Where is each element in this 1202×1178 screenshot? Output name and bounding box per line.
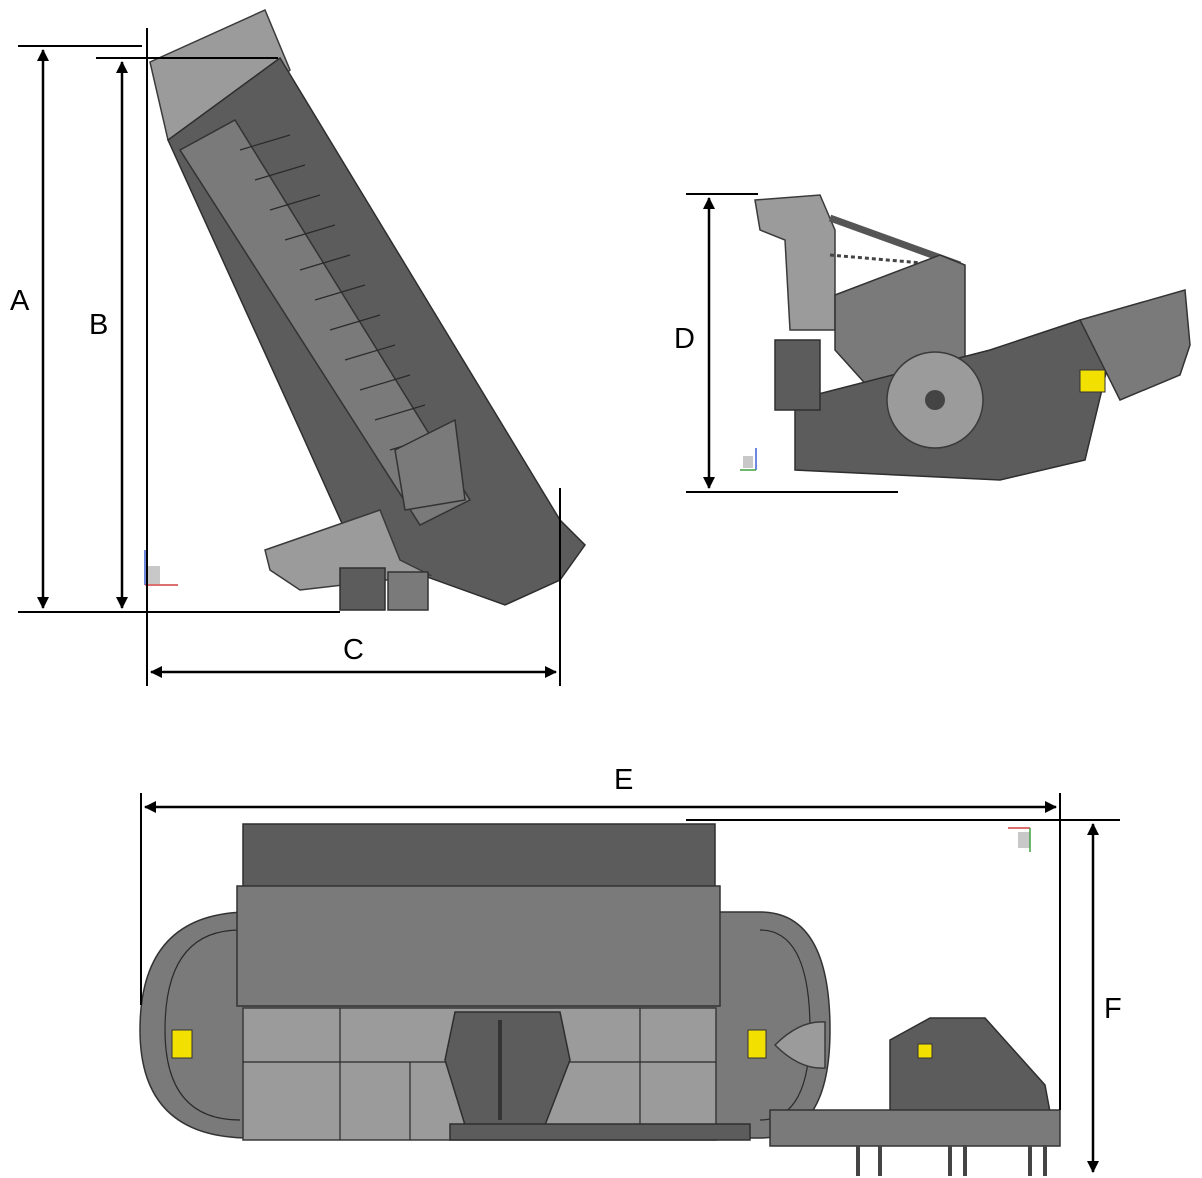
dim-d-label: D (674, 323, 695, 355)
rear-view-drum-hub (925, 390, 945, 410)
side-view-frame (264, 509, 433, 591)
rear-view-right-wing (1078, 289, 1191, 401)
dim-c-label: C (343, 634, 364, 666)
side-view-gearbox (339, 567, 386, 611)
top-view-axis-triad-icon (1008, 827, 1031, 852)
rear-view-cylinder (774, 339, 821, 411)
rear-view-axis-triad-icon (740, 448, 757, 471)
side-view (144, 8, 586, 611)
top-view-boom (769, 1109, 1061, 1147)
top-view-legs (856, 1146, 1047, 1176)
dim-a-label: A (10, 285, 30, 317)
side-view-drum (178, 119, 472, 526)
dim-b-label: B (89, 309, 108, 341)
rear-view-warning-label (1079, 369, 1106, 393)
top-view-gearbox-housing (889, 1017, 1051, 1113)
top-view-drive-shaft (449, 1123, 751, 1141)
side-view-chute (394, 418, 466, 511)
dim-f-label: F (1104, 993, 1122, 1025)
top-view-warning-label-right (747, 1029, 767, 1059)
top-view (139, 823, 1061, 1176)
top-view-warning-label-gearbox (917, 1043, 933, 1059)
top-view-warning-label-left (171, 1029, 193, 1059)
dim-e-label: E (614, 764, 633, 796)
top-view-back-cover (242, 823, 716, 889)
rear-view (740, 194, 1191, 481)
rear-view-hitch-tower (754, 194, 836, 331)
side-view-pto-guard (387, 571, 429, 611)
top-view-hitch-frame (444, 1011, 571, 1126)
rear-view-chain (829, 253, 946, 267)
top-view-nose-cone (773, 1021, 826, 1069)
side-view-axis-triad-icon (144, 550, 178, 586)
top-view-hopper-top (236, 885, 721, 1007)
